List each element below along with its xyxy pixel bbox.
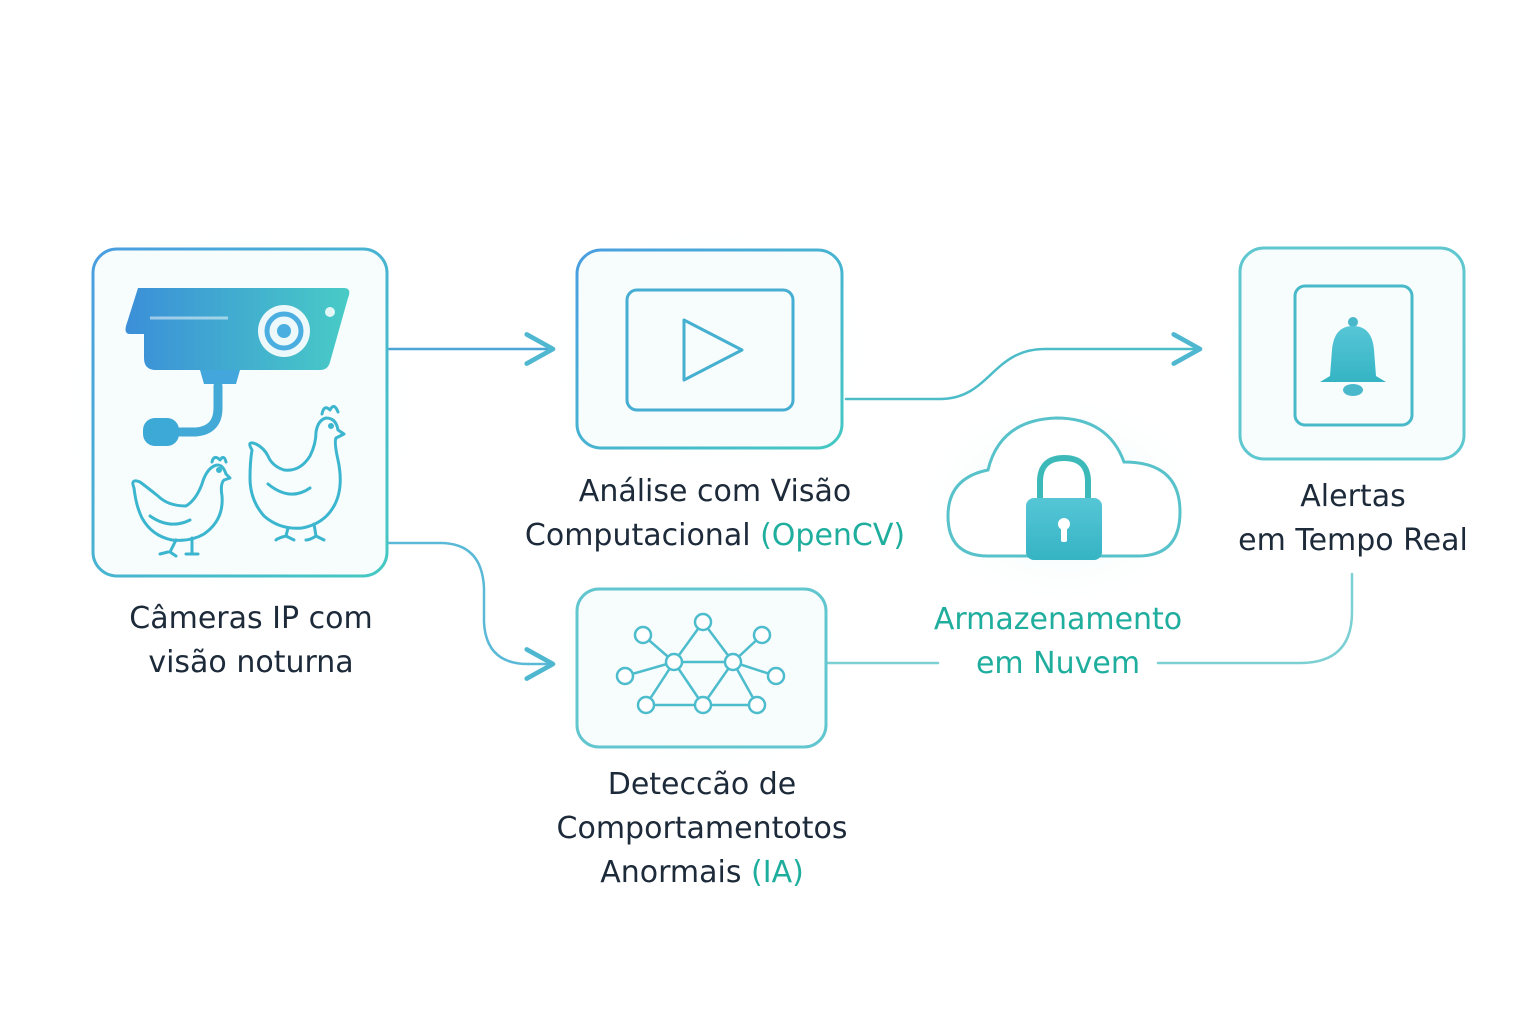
detection-label-accent: (IA)	[751, 855, 804, 890]
arrow-analysis-to-alerts	[844, 332, 1203, 401]
cameras-node	[91, 247, 389, 578]
storage-label: Armazenamento em Nuvem	[920, 598, 1196, 686]
alerts-node	[1238, 246, 1466, 461]
analysis-label-line2: Computacional	[524, 518, 751, 553]
storage-label-line2: em Nuvem	[975, 646, 1141, 681]
alerts-label-line2: em Tempo Real	[1238, 523, 1468, 558]
detection-label-line2: Comportamentotos	[556, 811, 848, 846]
connectors	[387, 332, 1354, 681]
arrow-cameras-to-detection	[387, 541, 556, 681]
chicken-icon	[131, 405, 346, 558]
detection-label-line1: Deteccão de	[607, 767, 797, 802]
analysis-node	[575, 248, 844, 450]
cloud-lock-icon	[946, 416, 1182, 560]
detection-label-line3: Anormais	[600, 855, 742, 890]
video-play-icon	[625, 288, 795, 412]
analysis-label-line1: Análise com Visão	[578, 474, 852, 509]
line-storage-to-alerts	[1156, 572, 1354, 665]
cameras-label-line2: visão noturna	[148, 645, 354, 680]
analysis-label-accent: (OpenCV)	[760, 518, 906, 553]
storage-label-line1: Armazenamento	[933, 602, 1183, 637]
analysis-label: Análise com Visão Computacional (OpenCV)	[500, 470, 930, 558]
cameras-label-line1: Câmeras IP com	[129, 601, 373, 636]
detection-node	[575, 587, 828, 749]
alerts-label: Alertas em Tempo Real	[1216, 475, 1490, 563]
detection-label: Deteccão de Comportamentotos Anormais (I…	[520, 763, 884, 895]
security-camera-icon	[125, 288, 350, 446]
bell-icon	[1293, 284, 1414, 427]
storage-node	[946, 416, 1182, 560]
alerts-label-line1: Alertas	[1300, 479, 1406, 514]
cameras-label: Câmeras IP com visão noturna	[93, 597, 409, 685]
neural-network-icon	[615, 612, 786, 715]
